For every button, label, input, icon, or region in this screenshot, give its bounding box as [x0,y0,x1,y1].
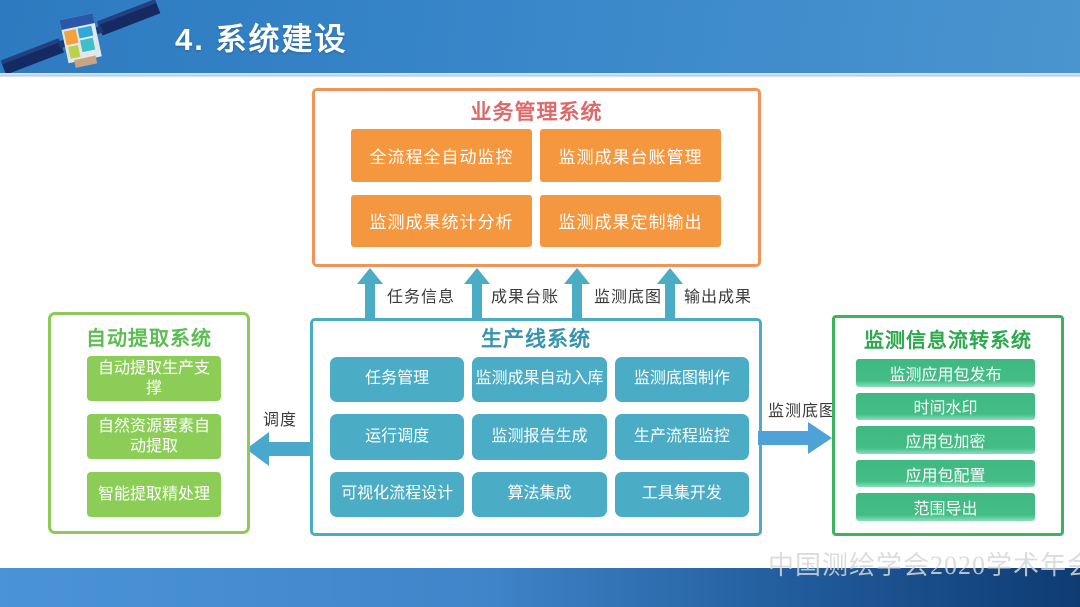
arrow-label-scheduling: 调度 [263,412,298,429]
flow-button-package-encryption: 应用包加密 [856,426,1035,454]
conference-watermark: 中国测绘学会2020学术年会 [768,551,1080,580]
production-system-box: 生产线系统 任务管理 监测成果自动入库 监测底图制作 运行调度 监测报告生成 生… [310,318,762,536]
business-button-grid: 全流程全自动监控 监测成果台账管理 监测成果统计分析 监测成果定制输出 [351,129,721,247]
production-button-auto-storage: 监测成果自动入库 [472,357,607,403]
flow-button-package-configuration: 应用包配置 [856,459,1035,488]
flow-system-box: 监测信息流转系统 监测应用包发布 时间水印 应用包加密 应用包配置 范围导出 [832,315,1064,536]
header-divider [0,73,1080,77]
flow-system-title: 监测信息流转系统 [864,330,1032,352]
footer-bar [0,568,1080,607]
production-button-grid: 任务管理 监测成果自动入库 监测底图制作 运行调度 监测报告生成 生产流程监控 … [330,357,749,517]
business-system-title: 业务管理系统 [470,101,603,124]
production-button-basemap-production: 监测底图制作 [614,357,749,403]
arrow-label-task-info: 任务信息 [387,289,456,306]
arrow-label-ledger: 成果台账 [491,289,560,306]
left-arrow-icon [246,432,310,466]
arrow-label-basemap: 监测底图 [594,289,663,306]
extraction-button-production-support: 自动提取生产支撑 [87,356,221,401]
business-button-statistical-analysis: 监测成果统计分析 [351,194,532,247]
up-arrow-ledger-icon [464,268,490,318]
right-arrow-icon [758,422,832,454]
up-arrow-task-info-icon [357,268,383,318]
page-title: 4. 系统建设 [175,22,348,57]
flow-button-scope-export: 范围导出 [856,493,1035,521]
production-button-report-generation: 监测报告生成 [472,414,607,460]
business-system-box: 业务管理系统 全流程全自动监控 监测成果台账管理 监测成果统计分析 监测成果定制… [312,88,761,267]
production-button-visual-workflow-design: 可视化流程设计 [330,471,465,517]
extraction-system-title: 自动提取系统 [86,328,212,350]
extraction-button-intelligent-refinement: 智能提取精处理 [87,472,221,517]
flow-button-app-package-release: 监测应用包发布 [856,359,1035,387]
flow-button-time-watermark: 时间水印 [856,392,1035,421]
production-button-process-monitoring: 生产流程监控 [614,414,749,460]
up-arrow-basemap-icon [564,268,590,318]
production-button-algorithm-integration: 算法集成 [472,471,607,517]
business-button-ledger-management: 监测成果台账管理 [540,129,721,182]
up-arrow-output-icon [657,268,683,318]
production-button-task-management: 任务管理 [330,357,465,403]
header-bar: 4. 系统建设 [0,0,1080,73]
arrow-label-basemap-right: 监测底图 [768,403,837,420]
business-button-full-auto-monitoring: 全流程全自动监控 [351,129,532,182]
production-system-title: 生产线系统 [481,328,591,351]
extraction-button-natural-resource-elements: 自然资源要素自动提取 [87,414,221,459]
extraction-button-column: 自动提取生产支撑 自然资源要素自动提取 智能提取精处理 [87,356,221,517]
production-button-toolkit-development: 工具集开发 [614,471,749,517]
business-button-custom-output: 监测成果定制输出 [540,194,721,247]
production-button-operation-scheduling: 运行调度 [330,414,465,460]
arrow-label-output: 输出成果 [684,289,753,306]
extraction-system-box: 自动提取系统 自动提取生产支撑 自然资源要素自动提取 智能提取精处理 [48,312,250,534]
flow-button-column: 监测应用包发布 时间水印 应用包加密 应用包配置 范围导出 [856,359,1035,521]
satellite-icon [0,0,161,73]
